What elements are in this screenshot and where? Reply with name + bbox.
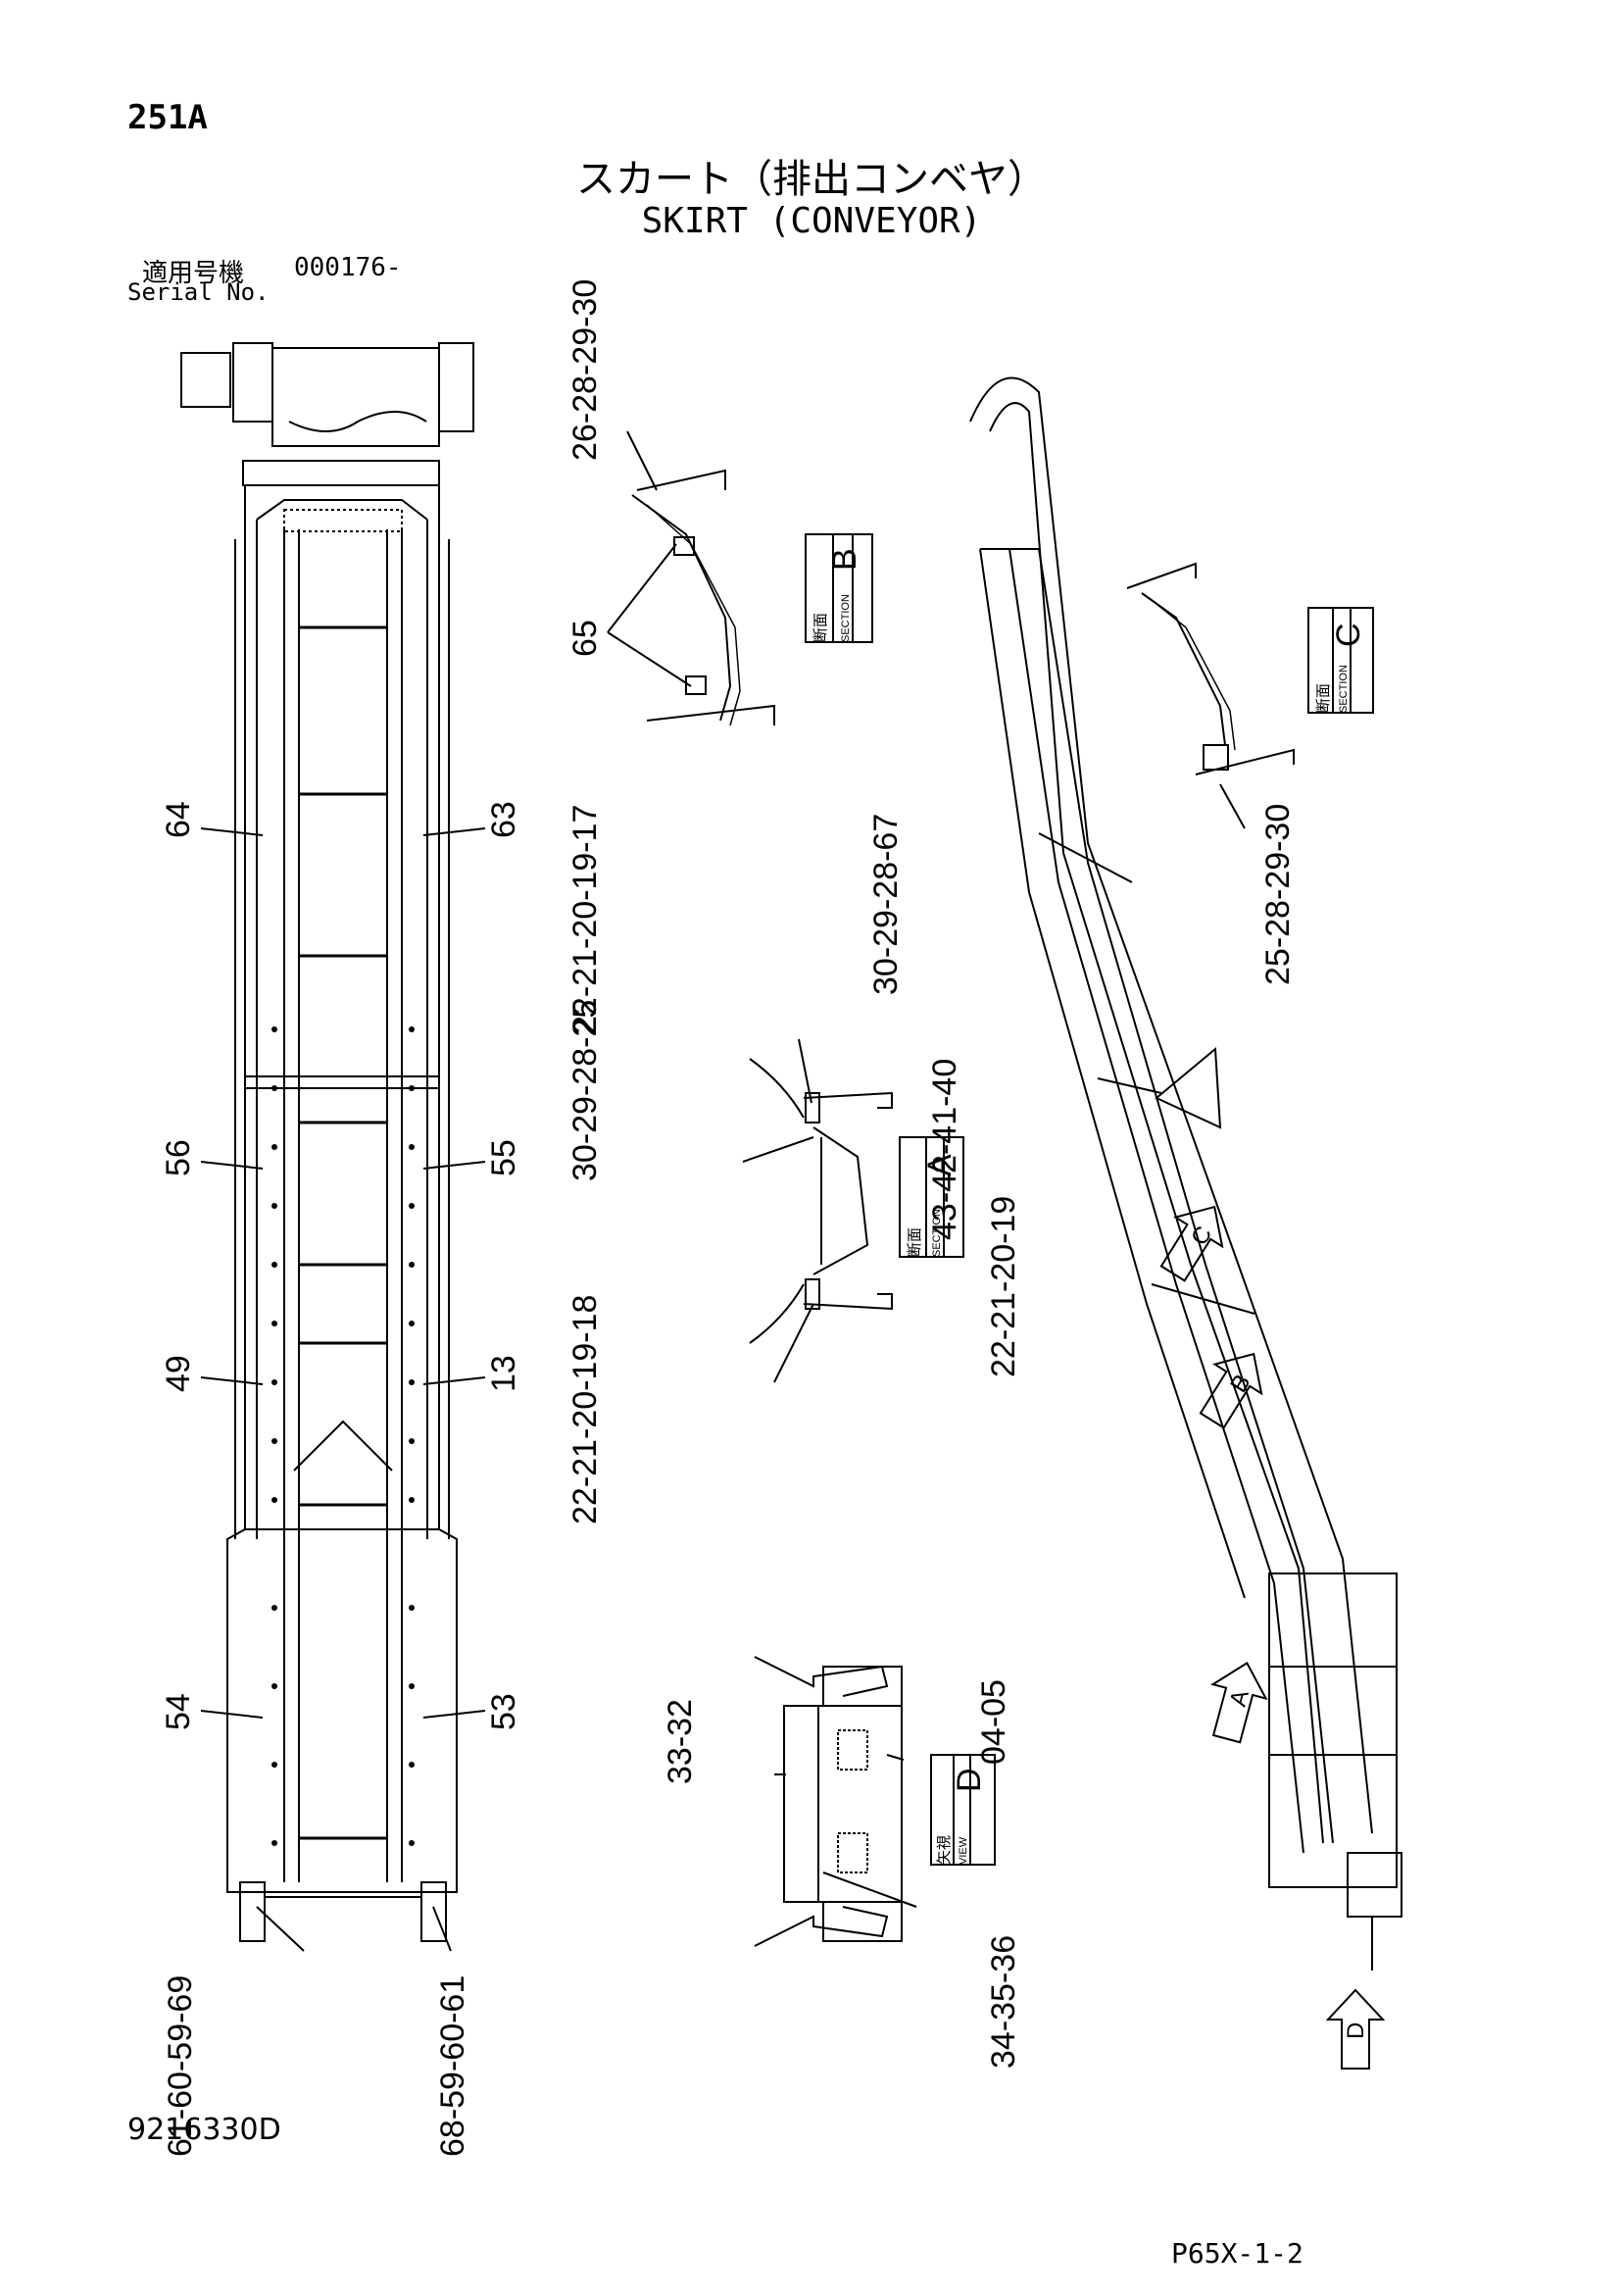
view-arrow-c-letter: C — [1186, 1222, 1217, 1250]
conveyor-side-view — [969, 376, 1402, 1971]
serial-value: 000176- — [294, 253, 402, 282]
section-a-drawing — [742, 1038, 893, 1383]
title-japanese: スカート（排出コンベヤ） — [576, 157, 1047, 202]
callout-55: 55 — [485, 1139, 522, 1176]
section-b-kanji: 断面 — [812, 613, 829, 642]
section-a-kanji: 断面 — [907, 1227, 923, 1257]
section-c-letter: C — [1330, 623, 1367, 647]
view-d-letter: D — [951, 1768, 988, 1792]
callout-56: 56 — [160, 1139, 197, 1176]
title-english: SKIRT (CONVEYOR) — [641, 201, 982, 241]
callout-43-42-41-40: 43-42-41-40 — [926, 1059, 963, 1240]
section-b-drawing — [607, 430, 775, 726]
view-arrow-a — [1210, 1661, 1268, 1744]
page-number: 251A — [127, 98, 208, 137]
section-box-d — [930, 1754, 996, 1866]
page-code: P65X-1-2 — [1171, 2237, 1303, 2270]
view-d-sub: VIEW — [958, 1836, 969, 1865]
callout-25-28-29-30: 25-28-29-30 — [1259, 804, 1297, 985]
view-arrow-d — [1325, 1988, 1386, 2070]
conveyor-top-view — [180, 342, 486, 1952]
callout-22-21-20-19-17: 22-21-20-19-17 — [566, 805, 604, 1034]
view-d-drawing — [754, 1656, 917, 1947]
drawing-number: 9216330D — [127, 2113, 281, 2147]
section-c-drawing — [1126, 562, 1295, 829]
callout-65: 65 — [566, 620, 604, 657]
callout-26-28-29-30: 26-28-29-30 — [566, 279, 604, 461]
view-arrow-c — [1159, 1205, 1224, 1282]
section-c-sub: SECTION — [1338, 665, 1350, 713]
section-c-kanji: 断面 — [1315, 683, 1332, 713]
callout-49: 49 — [160, 1355, 197, 1392]
callout-63: 63 — [485, 801, 522, 838]
section-b-letter: B — [826, 548, 863, 571]
view-arrow-b — [1199, 1352, 1263, 1429]
section-b-sub: SECTION — [840, 594, 852, 642]
callout-22-21-20-19-18: 22-21-20-19-18 — [566, 1295, 604, 1524]
callout-30-29-28-67: 30-29-28-67 — [867, 814, 905, 995]
callout-04-05: 04-05 — [975, 1679, 1012, 1765]
section-a-letter: A — [921, 1154, 959, 1176]
view-arrow-a-letter: A — [1225, 1687, 1254, 1709]
view-d-kanji: 矢視 — [936, 1835, 953, 1865]
section-box-a — [899, 1136, 964, 1258]
callout-30-29-28-25: 30-29-28-25 — [566, 1000, 604, 1181]
view-arrow-d-letter: D — [1343, 2022, 1369, 2039]
callout-22-21-20-19: 22-21-20-19 — [985, 1196, 1022, 1377]
section-box-b — [805, 533, 873, 643]
callout-33-32: 33-32 — [662, 1699, 699, 1784]
serial-label-english: Serial No. — [127, 278, 270, 306]
callout-53: 53 — [485, 1693, 522, 1730]
section-box-c — [1307, 607, 1374, 714]
section-a-sub: SECTION — [931, 1209, 943, 1257]
callout-54: 54 — [160, 1693, 197, 1730]
callout-64: 64 — [160, 801, 197, 838]
callout-13: 13 — [485, 1355, 522, 1392]
serial-label-japanese: 適用号機 — [142, 259, 245, 288]
callout-61-60-59-69: 61-60-59-69 — [162, 1975, 199, 2157]
callout-34-35-36: 34-35-36 — [985, 1935, 1022, 2069]
callout-68-59-60-61: 68-59-60-61 — [434, 1975, 471, 2157]
